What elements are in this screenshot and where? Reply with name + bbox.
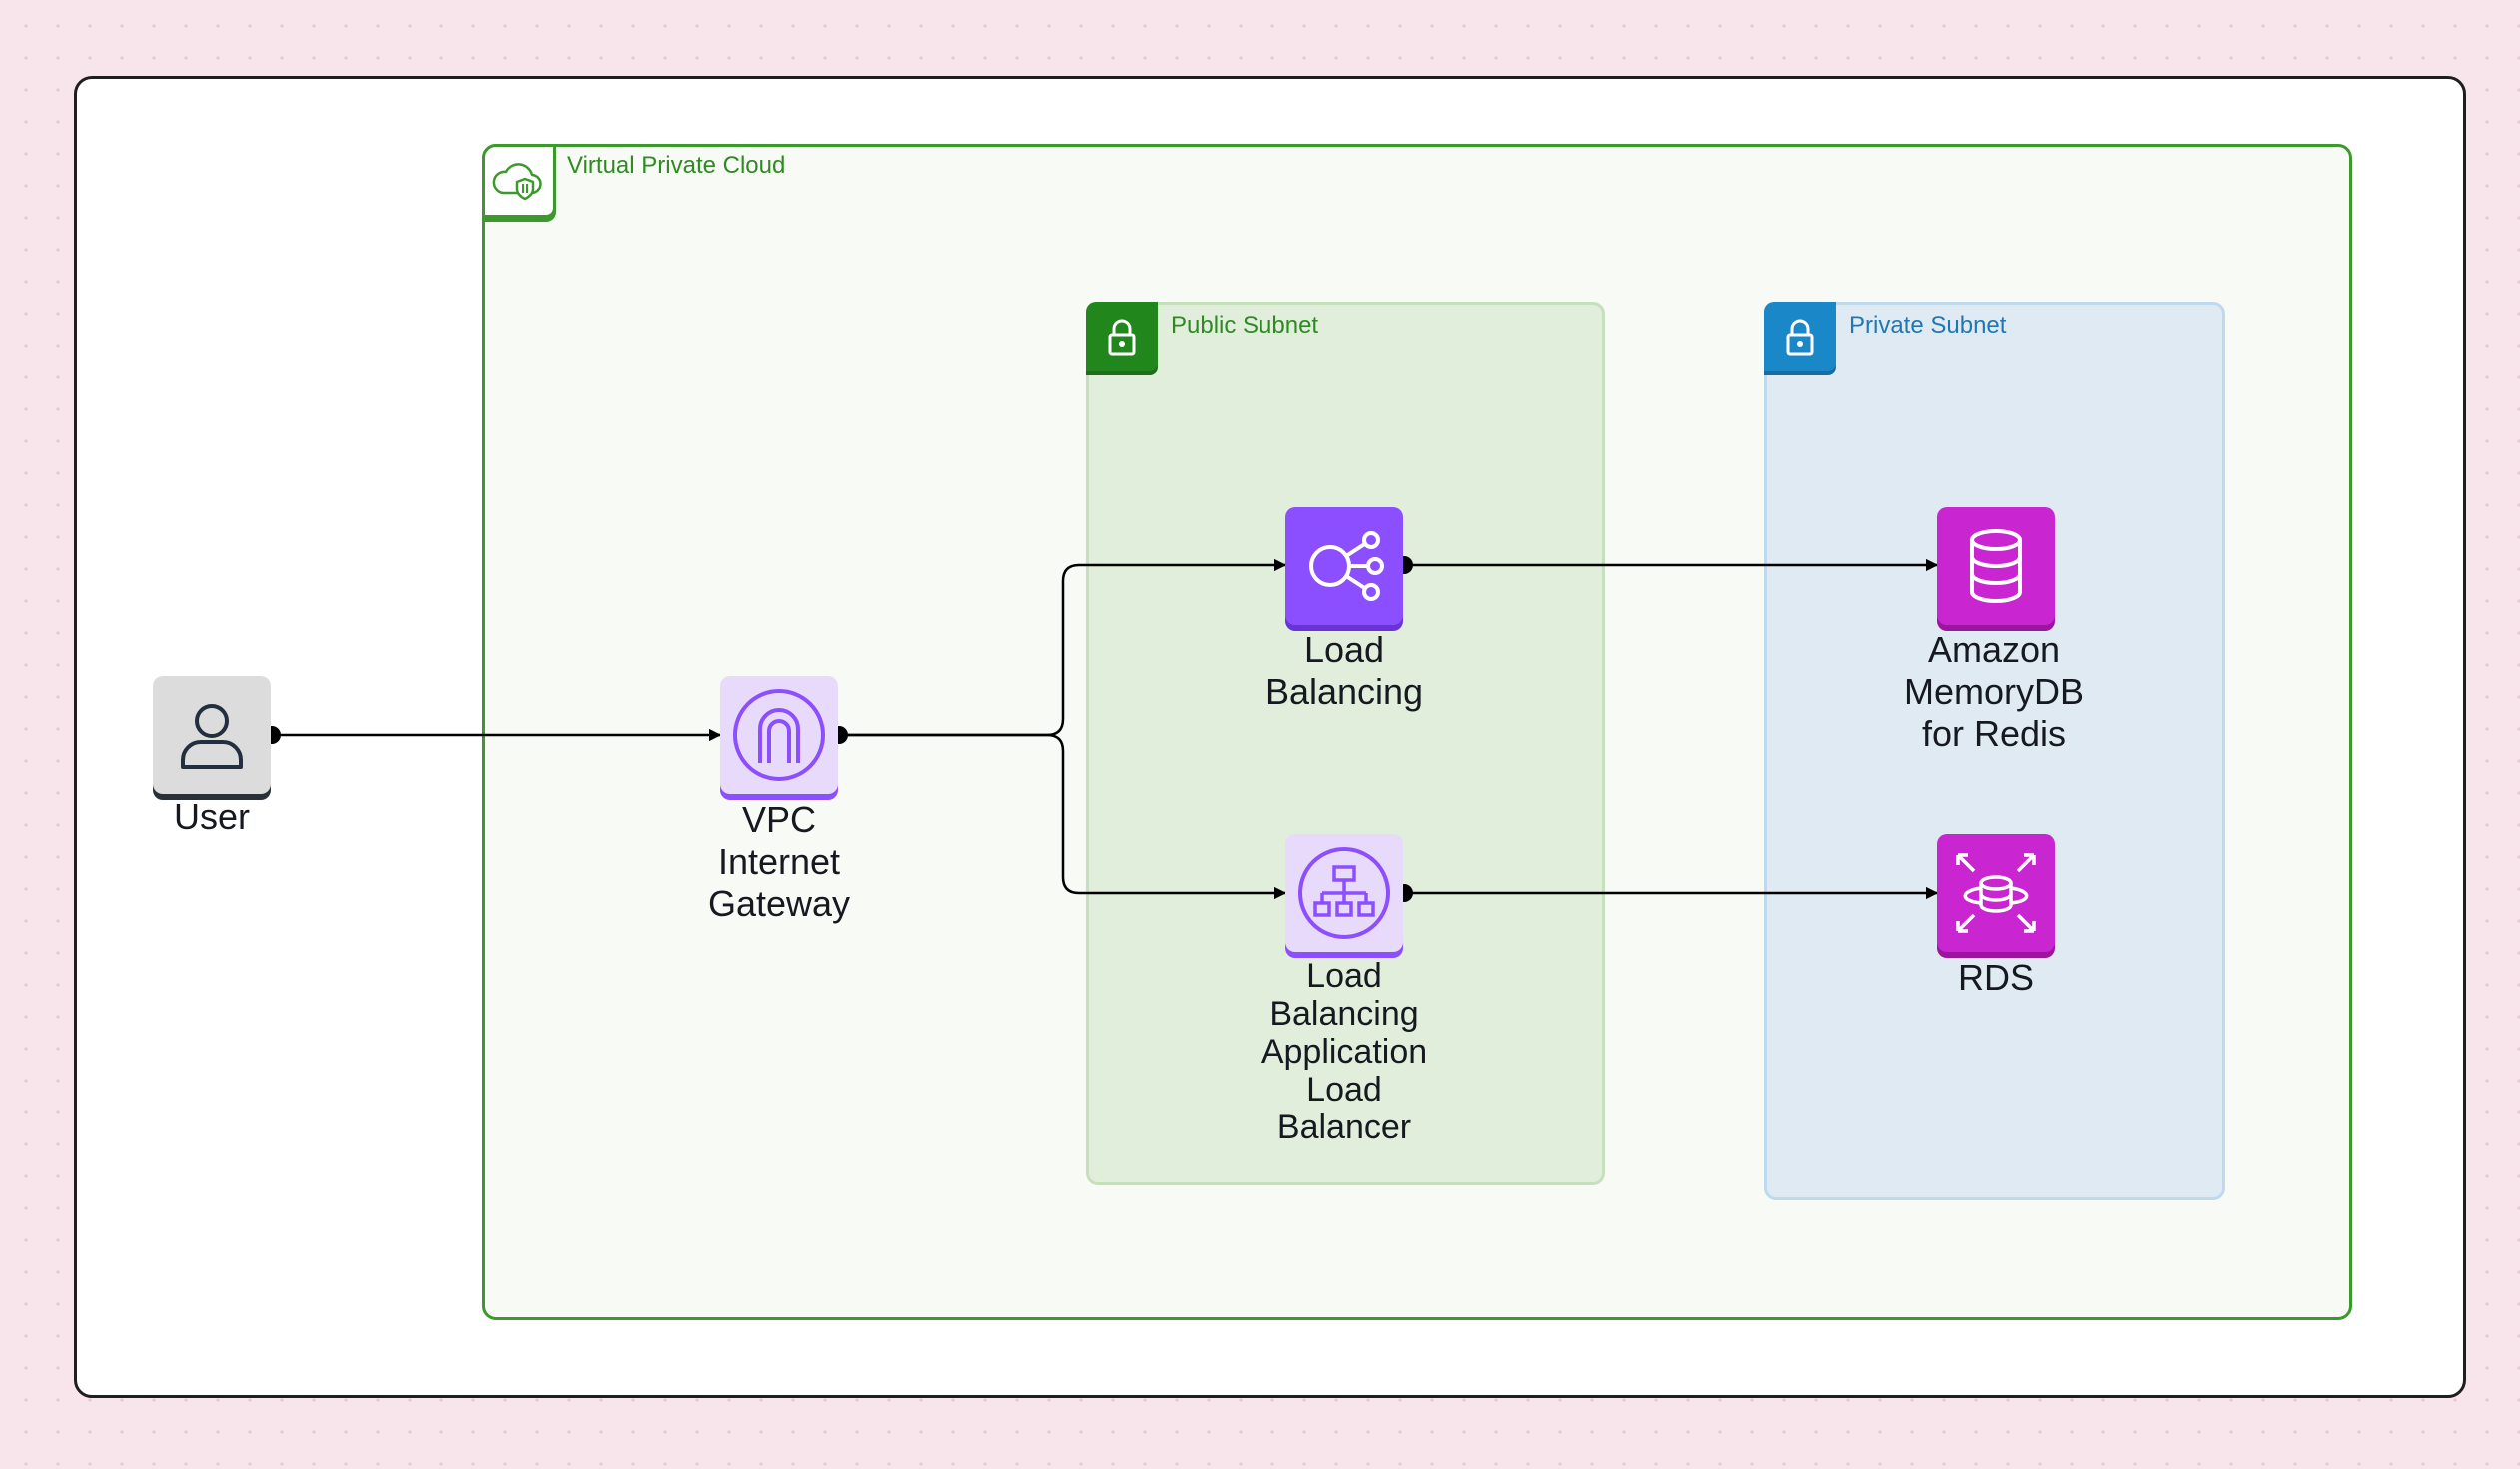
rds-icon[interactable]: [1937, 834, 2055, 952]
user-icon[interactable]: [153, 676, 271, 794]
cloud-shield-icon: [482, 144, 556, 218]
rds-label: RDS: [1957, 957, 2034, 998]
private-subnet-lock-icon: [1764, 302, 1836, 371]
user-label: User: [173, 796, 250, 837]
database-icon[interactable]: [1937, 507, 2055, 625]
elastic-load-balancing-icon[interactable]: [1285, 507, 1403, 625]
private-subnet-label: Private Subnet: [1849, 312, 2007, 339]
application-load-balancer-icon[interactable]: [1285, 834, 1403, 952]
private-subnet-group: [1764, 302, 2225, 1200]
memorydb-label: Amazon MemoryDB for Redis: [1903, 629, 2085, 754]
internet-gateway-label: VPC Internet Gateway: [707, 799, 851, 924]
internet-gateway-icon[interactable]: [720, 676, 838, 794]
public-subnet-lock-icon: [1086, 302, 1158, 371]
application-load-balancer-label: Load Balancing Application Load Balancer: [1260, 957, 1428, 1146]
load-balancing-label: Load Balancing: [1264, 629, 1424, 712]
vpc-label: Virtual Private Cloud: [567, 152, 786, 179]
public-subnet-label: Public Subnet: [1171, 312, 1319, 339]
